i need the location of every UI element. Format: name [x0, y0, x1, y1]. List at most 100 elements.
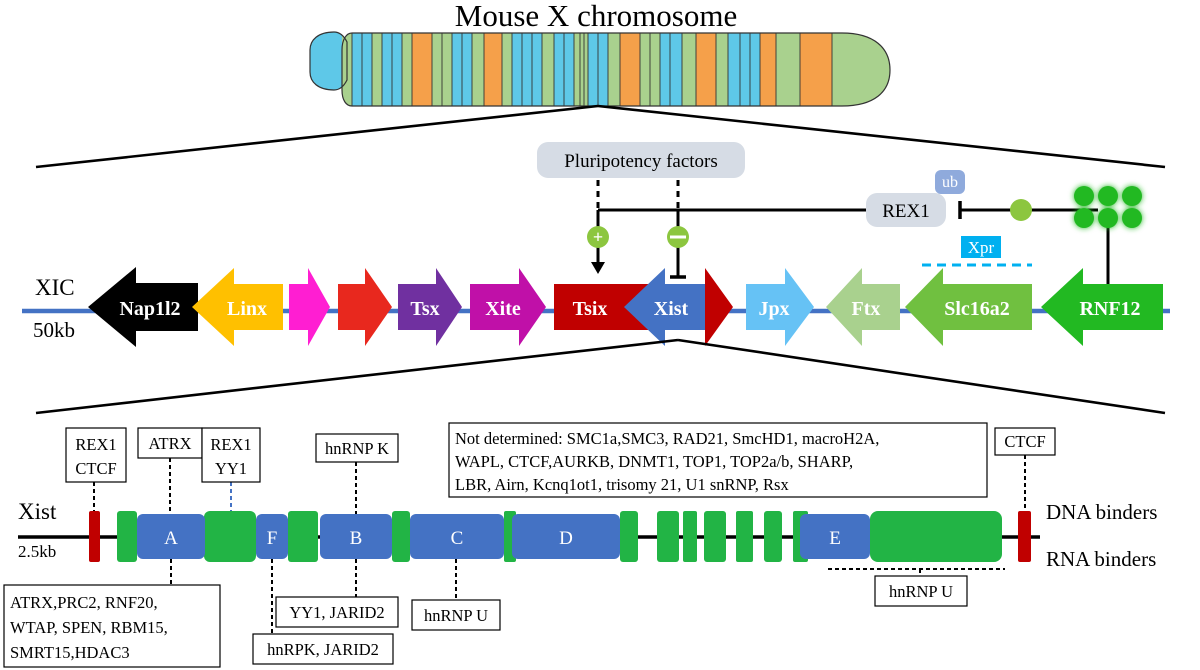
svg-text:LBR, Airn, Kcnq1ot1, trisom: LBR, Airn, Kcnq1ot1, trisomy 21, U1 snRN… [455, 475, 789, 494]
gene-ftx-label: Ftx [852, 298, 881, 320]
svg-text:YY1, JARID2: YY1, JARID2 [289, 603, 384, 622]
binder-box-repeat-b: YY1, JARID2 [275, 596, 399, 628]
x-chromosome [309, 31, 891, 107]
binder-connectors [93, 455, 1026, 634]
repeat-d: D [512, 514, 620, 559]
binder-box-hnrnpk: hnRNP K [315, 433, 399, 463]
repression-marker [667, 226, 689, 248]
chromosome-band [682, 32, 696, 106]
gene-jpx-label: Jpx [758, 298, 789, 320]
svg-text:CTCF: CTCF [1004, 432, 1045, 451]
gene-linx: Linx [192, 268, 283, 346]
chromosome-band [776, 32, 800, 106]
gene-xist-label: Xist [654, 298, 689, 320]
pluripotency-factors-badge: Pluripotency factors [537, 142, 745, 178]
gene-nap1l2-label: Nap1l2 [119, 298, 180, 320]
xist-start-marker [89, 511, 100, 562]
gene-red-arrow [338, 268, 392, 346]
svg-text:WTAP, SPEN, RBM15,: WTAP, SPEN, RBM15, [10, 618, 168, 637]
gene-xite-label: Xite [485, 298, 521, 320]
svg-text:+: + [593, 227, 603, 247]
xist-repeats: A F B C D E [137, 514, 870, 559]
svg-text:WAPL, CTCF,AURKB, DNMT1, TO: WAPL, CTCF,AURKB, DNMT1, TOP1, TOP2a/b, … [455, 452, 853, 471]
gene-jpx-arrow [746, 268, 814, 346]
chromosome-band [760, 32, 776, 106]
gene-unnamed-red [338, 268, 392, 346]
gene-tsx-arrow [398, 268, 462, 346]
ubiquitin-dot [1010, 199, 1032, 221]
gene-xite: Xite [470, 268, 546, 346]
chromosome-band [716, 32, 728, 106]
chromosome-band [608, 32, 620, 106]
chromosome-band [502, 32, 512, 106]
binder-box-ctcf: CTCF [994, 427, 1056, 456]
zoom-lines-top [35, 104, 1166, 169]
binder-box-rex1-ctcf: REX1 CTCF [65, 427, 127, 483]
ubiquitin-tag: ub [935, 170, 965, 194]
gene-rnf12: RNF12 [1041, 268, 1163, 346]
svg-text:A: A [164, 528, 178, 549]
dna-binders-label: DNA binders [1046, 500, 1157, 524]
svg-text:D: D [559, 528, 573, 549]
gene-unnamed-pink [289, 268, 330, 346]
chromosome-band [620, 32, 640, 106]
gene-xite-arrow [470, 268, 546, 346]
zoom-lines-bottom [35, 338, 1166, 415]
gene-tsx: Tsx [398, 268, 462, 346]
repeat-e: E [800, 514, 870, 559]
chromosome-band [412, 32, 432, 106]
svg-text:ATRX: ATRX [148, 434, 191, 453]
chromosome-band [512, 32, 542, 106]
svg-text:SMRT15,HDAC3: SMRT15,HDAC3 [10, 643, 130, 662]
binder-box-not-determined: Not determined: SMC1a,SMC3, RAD21, SmcHD… [448, 422, 988, 498]
svg-text:Not determined: SMC1a,SMC3,: Not determined: SMC1a,SMC3, RAD21, SmcHD… [455, 429, 879, 448]
svg-text:hnRNP K: hnRNP K [325, 439, 389, 458]
gene-tsx-label: Tsx [410, 298, 439, 320]
binder-box-atrx: ATRX [137, 427, 203, 459]
rex1-badge: REX1 [866, 193, 946, 227]
chromosome-band [660, 32, 682, 106]
binder-box-repeat-c: hnRNP U [411, 599, 501, 631]
gene-slc16a2: Slc16a2 [905, 268, 1032, 346]
chromosome-band [728, 32, 760, 106]
repeat-b: B [320, 514, 392, 559]
chromosome-band [800, 32, 832, 106]
svg-text:REX1: REX1 [210, 435, 251, 454]
xic-scale-label: 50kb [33, 318, 75, 342]
svg-text:Pluripotency factors: Pluripotency factors [564, 151, 718, 172]
gene-rnf12-label: RNF12 [1079, 298, 1140, 320]
chromosome-band [484, 32, 502, 106]
gene-rnf12-arrow [1041, 268, 1163, 346]
chromosome-band [696, 32, 716, 106]
rnf12-protein-cluster [1074, 186, 1142, 228]
gene-ftx: Ftx [826, 268, 900, 346]
chromosome-band [402, 32, 412, 106]
gene-slc16a2-label: Slc16a2 [944, 298, 1010, 320]
svg-text:E: E [829, 528, 841, 549]
chromosome-title: Mouse X chromosome [455, 0, 737, 33]
gene-nap1l2: Nap1l2 [88, 267, 198, 347]
gene-nap1l2-arrow [88, 267, 198, 347]
gene-linx-label: Linx [227, 298, 267, 320]
gene-linx-arrow [192, 268, 283, 346]
gene-xist-arrow [624, 268, 705, 346]
rna-binders-label: RNA binders [1046, 547, 1156, 571]
svg-text:REX1: REX1 [75, 435, 116, 454]
svg-text:hnRPK, JARID2: hnRPK, JARID2 [267, 640, 379, 659]
binder-box-repeat-a: ATRX,PRC2, RNF20, WTAP, SPEN, RBM15, SMR… [3, 584, 221, 668]
repeat-c: C [410, 514, 504, 559]
gene-pink-arrow [289, 268, 330, 346]
svg-text:B: B [350, 528, 363, 549]
xist-scale-label: 2.5kb [18, 542, 56, 561]
chromosome-band [542, 32, 554, 106]
repeat-a: A [137, 514, 205, 559]
svg-text:REX1: REX1 [882, 201, 930, 222]
repeat-f: F [256, 514, 288, 559]
xist-exons [117, 511, 1002, 562]
gene-jpx: Jpx [746, 268, 814, 346]
binder-box-repeat-f: hnRPK, JARID2 [252, 633, 394, 665]
svg-text:F: F [267, 528, 278, 549]
gene-ftx-arrow [826, 268, 900, 346]
xist-end-marker [1018, 511, 1031, 562]
